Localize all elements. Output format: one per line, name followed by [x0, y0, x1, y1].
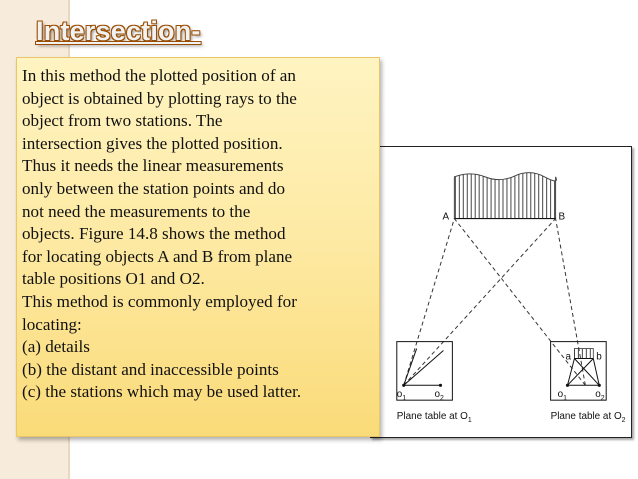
- point-b-label: B: [559, 212, 566, 223]
- point-a-label: A: [442, 212, 449, 223]
- ray-o1-b: [403, 218, 556, 386]
- left-o2-point: [438, 383, 443, 387]
- right-o1-point: [565, 383, 570, 387]
- right-o1-label: o1: [558, 389, 568, 402]
- left-ray-to-b: [403, 350, 444, 386]
- text-callout-box: In this method the plotted position of a…: [16, 57, 380, 437]
- right-ray-o2-a: [574, 358, 600, 386]
- right-ray-o1-b: [567, 358, 594, 386]
- plane-table-right: [550, 341, 607, 401]
- left-o2-label: o2: [435, 389, 445, 402]
- caption-left: Plane table at O1: [397, 411, 472, 424]
- right-ray-o2-b: [592, 358, 600, 386]
- object-hatched-area: [453, 172, 557, 220]
- intersection-figure: A B o1 o2 a b o1 o2 Plane table at O1 Pl: [370, 146, 632, 438]
- slide-title: Intersection-: [36, 16, 201, 46]
- left-o1-label: o1: [397, 389, 407, 402]
- left-ray-to-a: [403, 348, 418, 386]
- small-b-label: b: [596, 351, 602, 362]
- right-o2-label: o2: [595, 389, 605, 402]
- ray-o2-a: [453, 218, 586, 386]
- caption-right: Plane table at O2: [551, 411, 626, 424]
- right-hatched-object: [574, 348, 594, 359]
- ray-o1-a: [403, 218, 455, 386]
- intersection-diagram: A B o1 o2 a b o1 o2 Plane table at O1 Pl: [396, 172, 626, 424]
- right-ray-o1-a: [567, 358, 575, 386]
- left-o1-point: [402, 383, 406, 387]
- plane-table-left: [396, 341, 453, 401]
- body-text: In this method the plotted position of a…: [22, 66, 302, 402]
- right-o2-point: [597, 383, 601, 387]
- small-a-label: a: [566, 351, 572, 362]
